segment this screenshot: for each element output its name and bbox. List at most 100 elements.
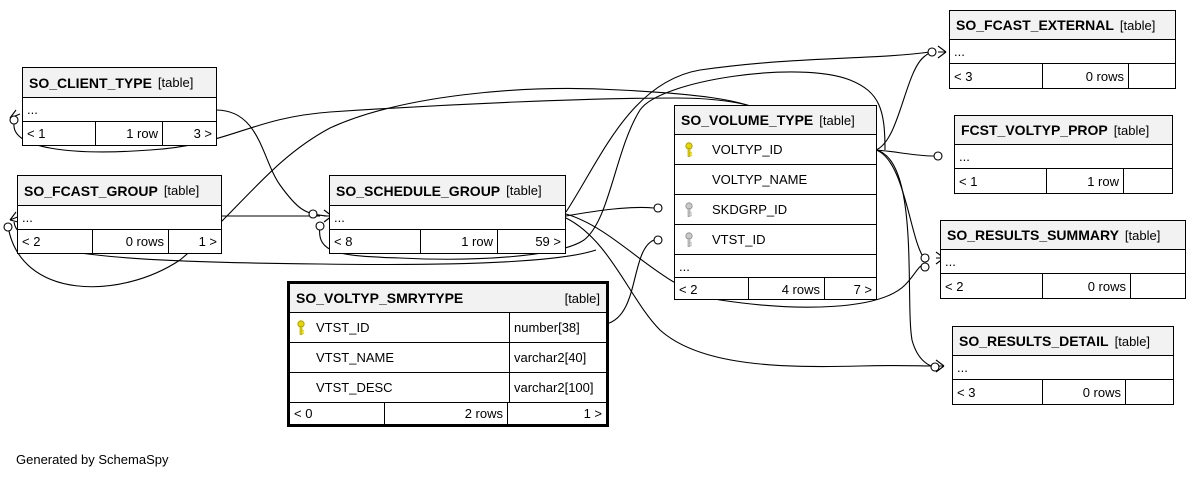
key-icon	[290, 313, 312, 342]
table-name: SO_CLIENT_TYPE	[29, 74, 152, 91]
table-so-results-detail[interactable]: SO_RESULTS_DETAIL [table] ... < 3 0 rows	[952, 326, 1174, 405]
relation-line	[565, 51, 931, 213]
table-header: SO_RESULTS_SUMMARY [table]	[941, 221, 1185, 250]
row-count: 1 row	[1047, 169, 1124, 193]
optional-circle	[653, 235, 663, 245]
table-name: SO_VOLTYP_SMRYTYPE	[296, 290, 464, 306]
table-footer: < 2 0 rows 1 >	[18, 230, 221, 253]
more-columns: ...	[953, 356, 1173, 380]
column-row[interactable]: VTST_ID number[38]	[290, 313, 606, 343]
parents-count[interactable]: < 1	[955, 169, 1047, 193]
table-name: SO_RESULTS_DETAIL	[959, 333, 1109, 349]
table-so-fcast-group[interactable]: SO_FCAST_GROUP [table] ... < 2 0 rows 1 …	[17, 175, 222, 254]
column-name: SKDGRP_ID	[712, 202, 788, 217]
children-count[interactable]: 7 >	[853, 281, 872, 297]
parents-count[interactable]: < 0	[290, 403, 385, 424]
column-row[interactable]: VOLTYP_ID	[675, 135, 876, 165]
table-fcst-voltyp-prop[interactable]: FCST_VOLTYP_PROP [table] ... < 1 1 row	[954, 115, 1173, 194]
table-name: SO_FCAST_GROUP	[24, 182, 158, 199]
more-columns: ...	[950, 40, 1175, 64]
children-count[interactable]	[1129, 64, 1175, 88]
table-footer: < 1 1 row	[955, 169, 1172, 193]
table-so-voltyp-smrytype[interactable]: SO_VOLTYP_SMRYTYPE [table] VTST_ID numbe…	[287, 281, 609, 427]
row-count: 2 rows	[385, 403, 508, 424]
optional-circle	[308, 209, 318, 219]
relation-line	[7, 87, 761, 288]
children-count[interactable]: 1 >	[583, 406, 602, 421]
table-footer: < 8 1 row 59 >	[330, 230, 565, 253]
more-columns: ...	[675, 255, 876, 278]
generator-credit: Generated by SchemaSpy	[16, 452, 169, 467]
table-so-results-summary[interactable]: SO_RESULTS_SUMMARY [table] ... < 2 0 row…	[940, 220, 1186, 299]
relation-line	[319, 71, 886, 260]
column-name: VOLTYP_ID	[712, 142, 783, 157]
table-header: SO_VOLUME_TYPE [table]	[675, 106, 876, 135]
table-kind: [table]	[819, 112, 855, 128]
children-count[interactable]: 1 >	[198, 234, 217, 249]
table-header: FCST_VOLTYP_PROP [table]	[955, 116, 1172, 145]
optional-circle	[927, 47, 937, 57]
table-header: SO_CLIENT_TYPE [table]	[23, 68, 216, 98]
parents-count[interactable]: < 3	[953, 380, 1043, 404]
parents-count[interactable]: < 2	[675, 278, 749, 300]
column-row[interactable]: VOLTYP_NAME	[675, 165, 876, 195]
table-kind: [table]	[1119, 17, 1156, 33]
column-row[interactable]: VTST_ID	[675, 225, 876, 255]
relation-line	[13, 97, 761, 153]
column-row[interactable]: SKDGRP_ID	[675, 195, 876, 225]
parents-count[interactable]: < 1	[23, 122, 96, 145]
table-so-fcast-external[interactable]: SO_FCAST_EXTERNAL [table] ... < 3 0 rows	[949, 10, 1176, 89]
column-row[interactable]: VTST_DESC varchar2[100]	[290, 373, 606, 403]
table-footer: < 2 4 rows 7 >	[675, 278, 876, 300]
table-name: SO_FCAST_EXTERNAL	[956, 17, 1114, 33]
crowfoot-mark	[937, 45, 947, 59]
table-name: SO_SCHEDULE_GROUP	[336, 182, 501, 199]
table-footer: < 2 0 rows	[941, 274, 1185, 298]
column-row[interactable]: VTST_NAME varchar2[40]	[290, 343, 606, 373]
parents-count[interactable]: < 2	[941, 274, 1043, 298]
table-footer: < 3 0 rows	[950, 64, 1175, 88]
parents-count[interactable]: < 8	[330, 230, 421, 253]
children-count[interactable]	[1126, 380, 1173, 404]
table-kind: [table]	[157, 75, 194, 90]
key-icon	[675, 135, 703, 164]
children-count[interactable]	[1131, 274, 1185, 298]
optional-circle	[930, 362, 940, 372]
relation-line	[605, 239, 655, 325]
row-count: 0 rows	[1043, 64, 1129, 88]
key-icon	[675, 225, 703, 254]
column-name: VTST_NAME	[316, 350, 395, 365]
optional-circle	[315, 221, 325, 231]
table-footer: < 3 0 rows	[953, 380, 1173, 404]
relation-line	[565, 206, 655, 217]
more-columns: ...	[955, 145, 1172, 169]
parents-count[interactable]: < 2	[18, 230, 93, 253]
table-so-schedule-group[interactable]: SO_SCHEDULE_GROUP [table] ... < 8 1 row …	[329, 175, 566, 254]
row-count: 1 row	[96, 122, 163, 145]
children-count[interactable]: 3 >	[193, 126, 212, 141]
table-so-volume-type[interactable]: SO_VOLUME_TYPE [table] VOLTYP_ID VOLTYP_…	[674, 105, 877, 300]
row-count: 0 rows	[1043, 274, 1131, 298]
optional-circle	[933, 151, 943, 161]
table-header: SO_FCAST_EXTERNAL [table]	[950, 11, 1175, 40]
table-header: SO_FCAST_GROUP [table]	[18, 176, 221, 206]
row-count: 0 rows	[1043, 380, 1126, 404]
table-footer: < 1 1 row 3 >	[23, 122, 216, 145]
column-datatype: number[38]	[509, 313, 606, 342]
optional-circle	[920, 262, 930, 272]
children-count[interactable]: 59 >	[535, 234, 561, 249]
table-kind: [table]	[1114, 333, 1151, 349]
row-count: 0 rows	[93, 230, 169, 253]
optional-circle	[9, 115, 19, 125]
children-count[interactable]	[1124, 169, 1172, 193]
table-kind: [table]	[564, 290, 600, 306]
relation-line	[565, 217, 933, 368]
parents-count[interactable]: < 3	[950, 64, 1043, 88]
table-so-client-type[interactable]: SO_CLIENT_TYPE [table] ... < 1 1 row 3 >	[22, 67, 217, 146]
optional-circle	[3, 222, 13, 232]
table-footer: < 0 2 rows 1 >	[290, 403, 606, 424]
optional-circle	[920, 253, 930, 263]
table-name: FCST_VOLTYP_PROP	[961, 122, 1108, 138]
more-columns: ...	[941, 250, 1185, 274]
column-name: VTST_ID	[316, 320, 370, 335]
